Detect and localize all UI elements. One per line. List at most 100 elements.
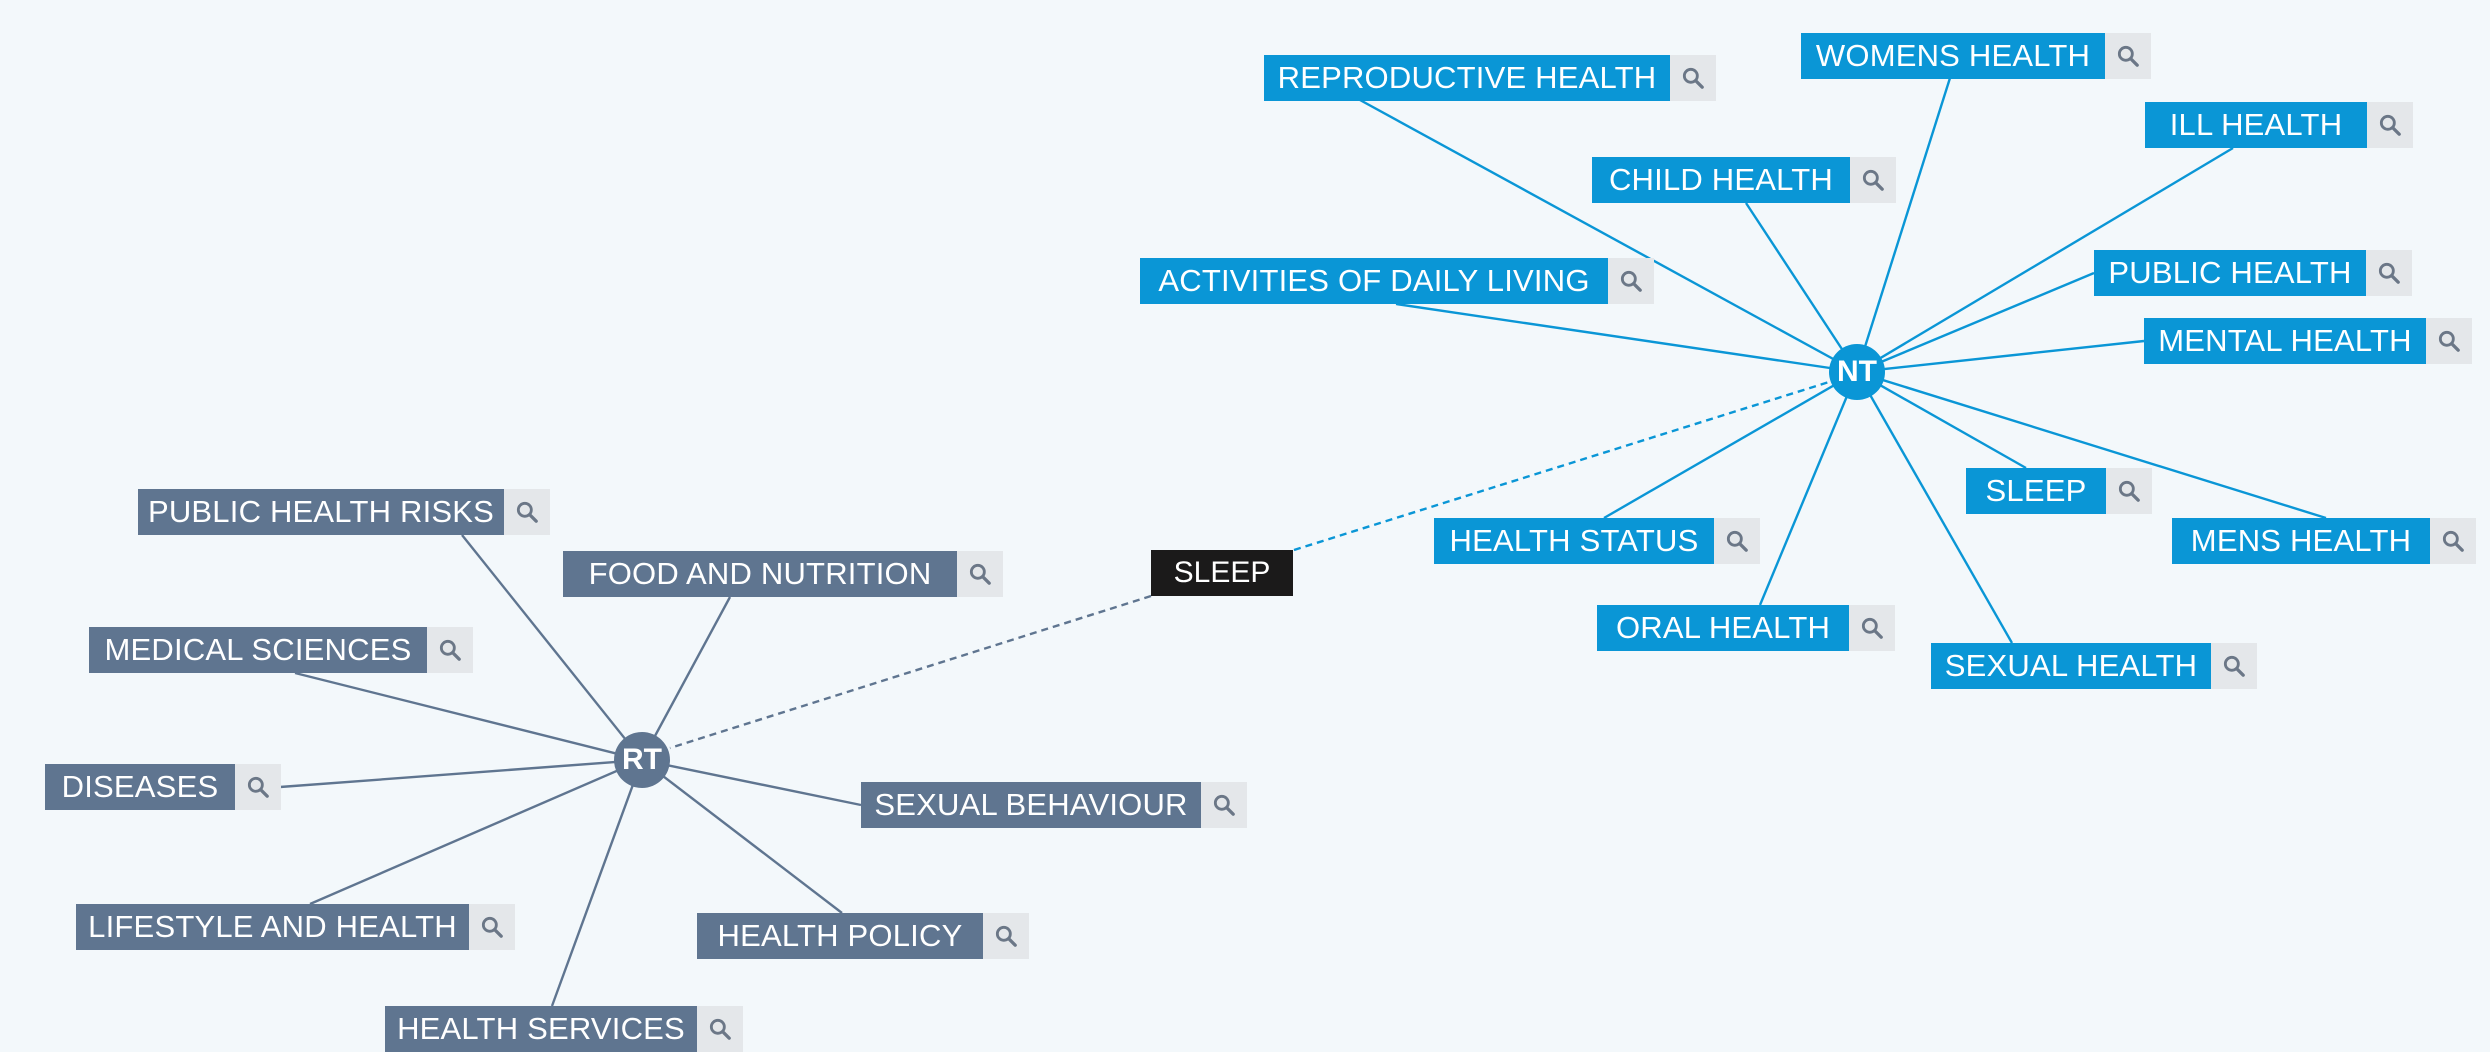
search-button[interactable] — [2367, 102, 2413, 148]
term-label[interactable]: ILL HEALTH — [2145, 102, 2367, 148]
rt-hub-label: RT — [622, 743, 662, 776]
rt-connector-line — [279, 758, 643, 789]
search-button[interactable] — [427, 627, 473, 673]
focus-term-sleep[interactable]: SLEEP — [1151, 550, 1293, 596]
search-button[interactable] — [2426, 318, 2472, 364]
search-button[interactable] — [1201, 782, 1247, 828]
term-health-policy[interactable]: HEALTH POLICY — [697, 913, 1029, 959]
search-button[interactable] — [2106, 468, 2152, 514]
term-oral-health[interactable]: ORAL HEALTH — [1597, 605, 1895, 651]
search-button[interactable] — [1670, 55, 1716, 101]
nt-connector-line — [1603, 370, 1858, 520]
search-button[interactable] — [469, 904, 515, 950]
search-icon — [995, 925, 1017, 947]
term-label[interactable]: HEALTH STATUS — [1434, 518, 1714, 564]
term-public-health[interactable]: PUBLIC HEALTH — [2094, 250, 2412, 296]
search-icon — [247, 776, 269, 798]
term-label[interactable]: ORAL HEALTH — [1597, 605, 1849, 651]
search-icon — [709, 1018, 731, 1040]
term-label[interactable]: REPRODUCTIVE HEALTH — [1264, 55, 1670, 101]
focus-to-rt-connector — [669, 594, 1152, 750]
search-icon — [2117, 45, 2139, 67]
related-terms-hub[interactable]: RT — [614, 732, 670, 788]
nt-connector-line — [1359, 98, 1858, 374]
search-icon — [1682, 67, 1704, 89]
term-health-services[interactable]: HEALTH SERVICES — [385, 1006, 743, 1052]
search-icon — [439, 639, 461, 661]
term-label[interactable]: FOOD AND NUTRITION — [563, 551, 957, 597]
term-label[interactable]: MEDICAL SCIENCES — [89, 627, 427, 673]
nt-connector-line — [1856, 370, 2327, 520]
search-button[interactable] — [2430, 518, 2476, 564]
term-child-health[interactable]: CHILD HEALTH — [1592, 157, 1896, 203]
nt-connector-line — [1856, 370, 2027, 470]
rt-connector-line — [550, 759, 644, 1007]
term-sleep[interactable]: SLEEP — [1966, 468, 2152, 514]
term-medical-sciences[interactable]: MEDICAL SCIENCES — [89, 627, 473, 673]
search-icon — [481, 916, 503, 938]
term-label[interactable]: PUBLIC HEALTH RISKS — [138, 489, 504, 535]
term-sexual-behaviour[interactable]: SEXUAL BEHAVIOUR — [861, 782, 1247, 828]
nt-connector-line — [1855, 77, 1952, 373]
search-button[interactable] — [504, 489, 550, 535]
nt-connector-line — [1856, 339, 2145, 374]
narrower-terms-hub[interactable]: NT — [1829, 344, 1885, 400]
term-health-status[interactable]: HEALTH STATUS — [1434, 518, 1760, 564]
nt-connector-line — [1856, 271, 2095, 374]
term-lifestyle-and-health[interactable]: LIFESTYLE AND HEALTH — [76, 904, 515, 950]
term-label[interactable]: MENTAL HEALTH — [2144, 318, 2426, 364]
rt-connector-line — [641, 759, 843, 914]
term-womens-health[interactable]: WOMENS HEALTH — [1801, 33, 2151, 79]
search-button[interactable] — [1849, 605, 1895, 651]
term-label[interactable]: PUBLIC HEALTH — [2094, 250, 2366, 296]
term-label[interactable]: DISEASES — [45, 764, 235, 810]
search-button[interactable] — [235, 764, 281, 810]
term-label[interactable]: SEXUAL BEHAVIOUR — [861, 782, 1201, 828]
search-icon — [1213, 794, 1235, 816]
focus-to-nt-connector — [1293, 380, 1830, 552]
term-activities-of-daily-living[interactable]: ACTIVITIES OF DAILY LIVING — [1140, 258, 1654, 304]
term-label[interactable]: HEALTH SERVICES — [385, 1006, 697, 1052]
term-label[interactable]: CHILD HEALTH — [1592, 157, 1850, 203]
term-reproductive-health[interactable]: REPRODUCTIVE HEALTH — [1264, 55, 1716, 101]
search-button[interactable] — [1608, 258, 1654, 304]
search-icon — [2379, 114, 2401, 136]
search-button[interactable] — [957, 551, 1003, 597]
search-button[interactable] — [697, 1006, 743, 1052]
search-icon — [1861, 617, 1883, 639]
search-button[interactable] — [2211, 643, 2257, 689]
term-mental-health[interactable]: MENTAL HEALTH — [2144, 318, 2472, 364]
term-diseases[interactable]: DISEASES — [45, 764, 281, 810]
rt-connector-line — [294, 671, 643, 762]
search-button[interactable] — [1714, 518, 1760, 564]
search-button[interactable] — [983, 913, 1029, 959]
search-icon — [516, 501, 538, 523]
rt-connector-line — [641, 758, 862, 807]
term-sexual-health[interactable]: SEXUAL HEALTH — [1931, 643, 2257, 689]
term-label[interactable]: ACTIVITIES OF DAILY LIVING — [1140, 258, 1608, 304]
term-label[interactable]: SLEEP — [1966, 468, 2106, 514]
search-button[interactable] — [2105, 33, 2151, 79]
search-button[interactable] — [2366, 250, 2412, 296]
search-icon — [2378, 262, 2400, 284]
search-icon — [2118, 480, 2140, 502]
term-label[interactable]: WOMENS HEALTH — [1801, 33, 2105, 79]
search-icon — [2442, 530, 2464, 552]
search-icon — [1862, 169, 1884, 191]
term-label[interactable]: LIFESTYLE AND HEALTH — [76, 904, 469, 950]
rt-connector-line — [309, 758, 643, 906]
search-button[interactable] — [1850, 157, 1896, 203]
term-label[interactable]: HEALTH POLICY — [697, 913, 983, 959]
search-icon — [1726, 530, 1748, 552]
nt-connector-line — [1856, 146, 2234, 374]
term-mens-health[interactable]: MENS HEALTH — [2172, 518, 2476, 564]
term-label[interactable]: MENS HEALTH — [2172, 518, 2430, 564]
term-label[interactable]: SEXUAL HEALTH — [1931, 643, 2211, 689]
term-food-and-nutrition[interactable]: FOOD AND NUTRITION — [563, 551, 1003, 597]
nt-connector-line — [1395, 302, 1858, 374]
term-public-health-risks[interactable]: PUBLIC HEALTH RISKS — [138, 489, 550, 535]
search-icon — [2438, 330, 2460, 352]
term-ill-health[interactable]: ILL HEALTH — [2145, 102, 2413, 148]
nt-hub-label: NT — [1837, 355, 1877, 388]
